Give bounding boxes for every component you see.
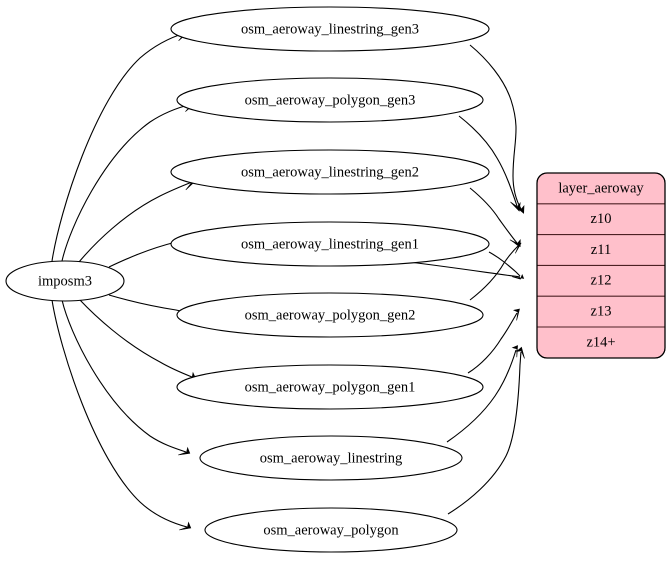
layer-aeroway-row-z13[interactable]: z13 [591,304,612,320]
node-osm-aeroway-linestring-gen3[interactable]: osm_aeroway_linestring_gen3 [170,6,490,52]
edge-group-tables-to-layer [408,44,525,515]
node-osm-aeroway-linestring-gen2[interactable]: osm_aeroway_linestring_gen2 [170,149,490,195]
edge-linestring-gen1-to-z12 [488,251,525,280]
layer-aeroway-row-z14plus[interactable]: z14+ [586,334,615,350]
node-osm-aeroway-polygon-gen2[interactable]: osm_aeroway_polygon_gen2 [176,292,484,338]
osm-aeroway-polygon-gen2-label: osm_aeroway_polygon_gen2 [245,307,416,323]
edge-linestring-gen3-to-z10 [469,44,525,214]
edge-polygon-gen2-to-z11 [469,242,522,301]
edge-polygon-to-z14 [447,346,525,515]
osm-aeroway-polygon-gen1-label: osm_aeroway_polygon_gen1 [245,379,416,395]
imposm3-label: imposm3 [38,273,92,289]
osm-aeroway-linestring-gen3-label: osm_aeroway_linestring_gen3 [241,21,419,37]
osm-aeroway-linestring-gen2-ellipse[interactable] [170,149,490,195]
edge-linestring-gen1-secondary-to-z12 [408,261,521,278]
osm-aeroway-linestring-gen2-label: osm_aeroway_linestring_gen2 [241,164,419,180]
osm-aeroway-polygon-gen2-ellipse[interactable] [176,292,484,338]
node-osm-aeroway-polygon-gen3[interactable]: osm_aeroway_polygon_gen3 [176,77,484,123]
layer-aeroway-header-label: layer_aeroway [558,180,644,196]
imposm3-ellipse[interactable] [5,260,125,302]
osm-aeroway-linestring-label: osm_aeroway_linestring [260,450,403,466]
edge-polygon-gen1-to-z13 [467,308,520,374]
node-osm-aeroway-polygon-gen1[interactable]: osm_aeroway_polygon_gen1 [176,364,484,410]
layer-aeroway-row-z12[interactable]: z12 [591,273,612,289]
edge-polygon-gen3-to-z10 [458,115,521,212]
osm-aeroway-polygon-gen3-label: osm_aeroway_polygon_gen3 [245,92,416,108]
osm-aeroway-polygon-gen3-ellipse[interactable] [176,77,484,123]
edge-imposm3-to-polygon-gen3 [61,100,197,262]
osm-aeroway-linestring-gen1-label: osm_aeroway_linestring_gen1 [241,236,419,252]
edge-imposm3-to-linestring [61,299,191,456]
edge-imposm3-to-polygon-gen1 [78,298,197,381]
layer-aeroway-outline [536,172,666,359]
osm-aeroway-linestring-gen1-ellipse[interactable] [170,221,490,267]
osm-aeroway-linestring-gen3-ellipse[interactable] [170,6,490,52]
osm-aeroway-polygon-gen1-ellipse[interactable] [176,364,484,410]
edge-imposm3-to-linestring-gen3 [51,29,190,262]
edge-imposm3-to-polygon [51,299,192,531]
layer-aeroway-row-z11[interactable]: z11 [591,242,611,258]
osm-aeroway-polygon-ellipse[interactable] [204,507,458,553]
osm-aeroway-linestring-ellipse[interactable] [199,435,463,481]
node-osm-aeroway-polygon[interactable]: osm_aeroway_polygon [204,507,458,553]
node-osm-aeroway-linestring[interactable]: osm_aeroway_linestring [199,435,463,481]
edge-linestring-to-z14 [446,345,518,443]
layer-aeroway-row-z10[interactable]: z10 [591,211,612,227]
node-osm-aeroway-linestring-gen1[interactable]: osm_aeroway_linestring_gen1 [170,221,490,267]
node-layer-aeroway[interactable]: layer_aeroway z10 z11 z12 z13 z14+ [536,172,666,359]
osm-aeroway-polygon-label: osm_aeroway_polygon [263,522,399,538]
node-imposm3[interactable]: imposm3 [5,260,125,302]
